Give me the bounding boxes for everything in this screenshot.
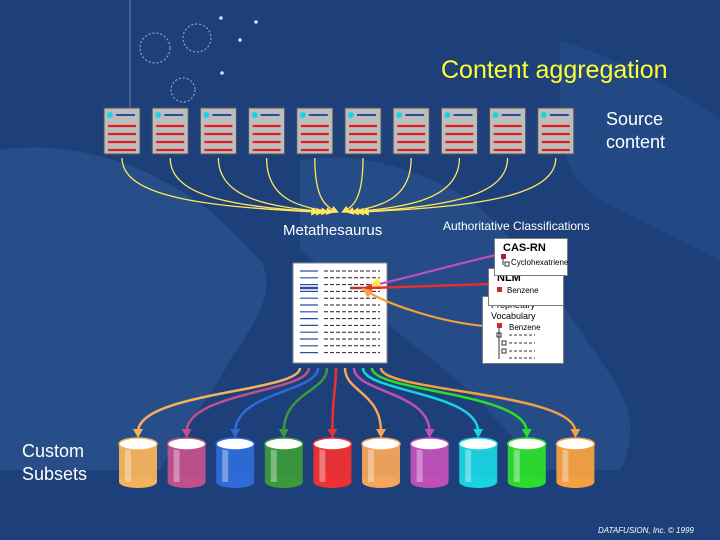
subset-cylinder bbox=[507, 437, 547, 488]
source-label-line2: content bbox=[606, 132, 666, 152]
source-arrow bbox=[355, 157, 509, 216]
source-content-group bbox=[103, 107, 575, 155]
subset-arrowhead bbox=[570, 429, 581, 438]
source-arrow bbox=[360, 157, 557, 216]
source-content-label: Source content bbox=[606, 108, 665, 154]
source-document bbox=[103, 107, 141, 155]
subset-arrow bbox=[185, 367, 311, 433]
tree-icon bbox=[496, 323, 535, 359]
metathesaurus-label: Metathesaurus bbox=[283, 222, 383, 239]
subset-cylinder bbox=[409, 437, 450, 488]
custom-label-line1: Custom bbox=[22, 441, 85, 461]
subset-cylinder bbox=[361, 437, 401, 488]
subset-arrow bbox=[379, 367, 577, 433]
subset-arrow bbox=[370, 367, 529, 433]
source-label-line1: Source bbox=[606, 109, 664, 129]
subset-arrow bbox=[136, 367, 302, 433]
subset-cylinder bbox=[264, 437, 304, 488]
classification-card-proprietary: Proprietary Vocabulary Benzene bbox=[482, 296, 564, 364]
subset-arrowhead bbox=[327, 429, 338, 438]
custom-label-line2: Subsets bbox=[22, 464, 88, 484]
subset-arrow bbox=[331, 367, 338, 433]
source-arrow bbox=[217, 157, 330, 216]
subset-arrow bbox=[343, 367, 383, 433]
source-arrow bbox=[121, 157, 320, 216]
subset-cylinder bbox=[215, 437, 255, 488]
copyright-credit: DATAFUSION, Inc. © 1999 bbox=[598, 526, 694, 535]
subset-cylinder bbox=[312, 437, 353, 488]
subset-arrow bbox=[282, 367, 329, 433]
source-document bbox=[392, 107, 430, 155]
source-document bbox=[489, 107, 527, 155]
subset-arrowhead bbox=[278, 429, 289, 438]
source-arrow bbox=[350, 157, 461, 216]
source-arrow bbox=[341, 157, 364, 213]
source-document bbox=[151, 107, 189, 155]
source-arrow bbox=[265, 157, 335, 215]
subset-cylinder bbox=[118, 437, 158, 488]
source-arrows-group bbox=[121, 157, 557, 216]
classification-item: Benzene bbox=[509, 323, 541, 332]
subset-arrow bbox=[233, 367, 320, 433]
subset-arrowhead bbox=[376, 429, 386, 438]
authoritative-classifications-label: Authoritative Classifications bbox=[443, 219, 590, 233]
tree-node-icon bbox=[501, 254, 510, 267]
subset-arrowhead bbox=[473, 429, 484, 438]
subset-cylinder bbox=[458, 437, 498, 488]
classification-item: Cyclohexatriene bbox=[511, 258, 569, 267]
source-document bbox=[344, 107, 382, 155]
classification-title: CAS-RN bbox=[503, 242, 546, 254]
subset-cylinder bbox=[166, 437, 207, 488]
subset-arrowhead bbox=[424, 429, 435, 438]
subset-arrowhead bbox=[133, 429, 143, 438]
source-document bbox=[296, 107, 334, 155]
source-arrow bbox=[314, 157, 339, 214]
subset-arrows-group bbox=[133, 367, 581, 438]
subset-cylinder bbox=[555, 437, 596, 488]
source-document bbox=[537, 107, 575, 155]
source-arrow bbox=[169, 157, 325, 216]
source-document bbox=[440, 107, 478, 155]
subset-arrowhead bbox=[181, 429, 192, 438]
subset-arrowhead bbox=[230, 429, 241, 438]
slide-title: Content aggregation bbox=[441, 56, 668, 84]
classification-item: Benzene bbox=[507, 286, 539, 295]
custom-subsets-group bbox=[118, 437, 596, 488]
metathesaurus-document bbox=[292, 262, 388, 364]
source-document bbox=[248, 107, 286, 155]
subset-arrow bbox=[352, 367, 431, 433]
subset-arrow bbox=[361, 367, 480, 433]
tree-node-icon bbox=[497, 287, 502, 292]
classification-card-cas-rn: CAS-RN Cyclohexatriene bbox=[494, 238, 568, 276]
source-document bbox=[199, 107, 237, 155]
classification-arrows bbox=[362, 253, 497, 328]
subset-arrowhead bbox=[521, 429, 532, 438]
